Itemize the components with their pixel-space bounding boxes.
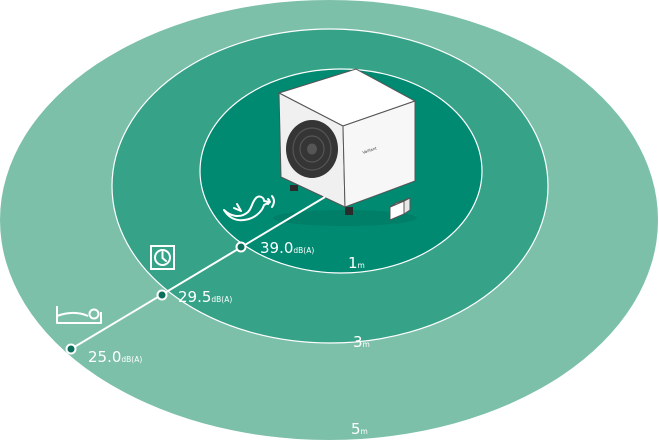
distance-unit: m [358, 261, 365, 270]
marker-5m [65, 343, 77, 355]
level-unit: dB(A) [121, 355, 142, 364]
distance-unit: m [361, 427, 368, 436]
distance-label-1m: 1m [348, 254, 365, 272]
level-unit: dB(A) [211, 295, 232, 304]
distance-label-5m: 5m [351, 420, 368, 438]
distance-value: 3 [353, 333, 363, 351]
distance-value: 1 [348, 254, 358, 272]
brand-label: Vaillant [362, 145, 378, 155]
heat-pump-unit: Vaillant [273, 68, 417, 226]
marker-3m [156, 289, 168, 301]
level-value: 29.5 [178, 288, 211, 306]
marker-1m [235, 241, 247, 253]
bed-icon [56, 306, 102, 324]
level-label-3m: 29.5dB(A) [178, 288, 232, 306]
level-value: 25.0 [88, 348, 121, 366]
distance-value: 5 [351, 420, 361, 438]
level-value: 39.0 [260, 239, 293, 257]
distance-label-3m: 3m [353, 333, 370, 351]
distance-unit: m [363, 340, 370, 349]
level-label-1m: 39.0dB(A) [260, 239, 314, 257]
clock-icon [150, 245, 175, 270]
measurement-line [70, 196, 326, 350]
bird-icon [223, 195, 275, 222]
level-label-5m: 25.0dB(A) [88, 348, 142, 366]
level-unit: dB(A) [293, 246, 314, 255]
